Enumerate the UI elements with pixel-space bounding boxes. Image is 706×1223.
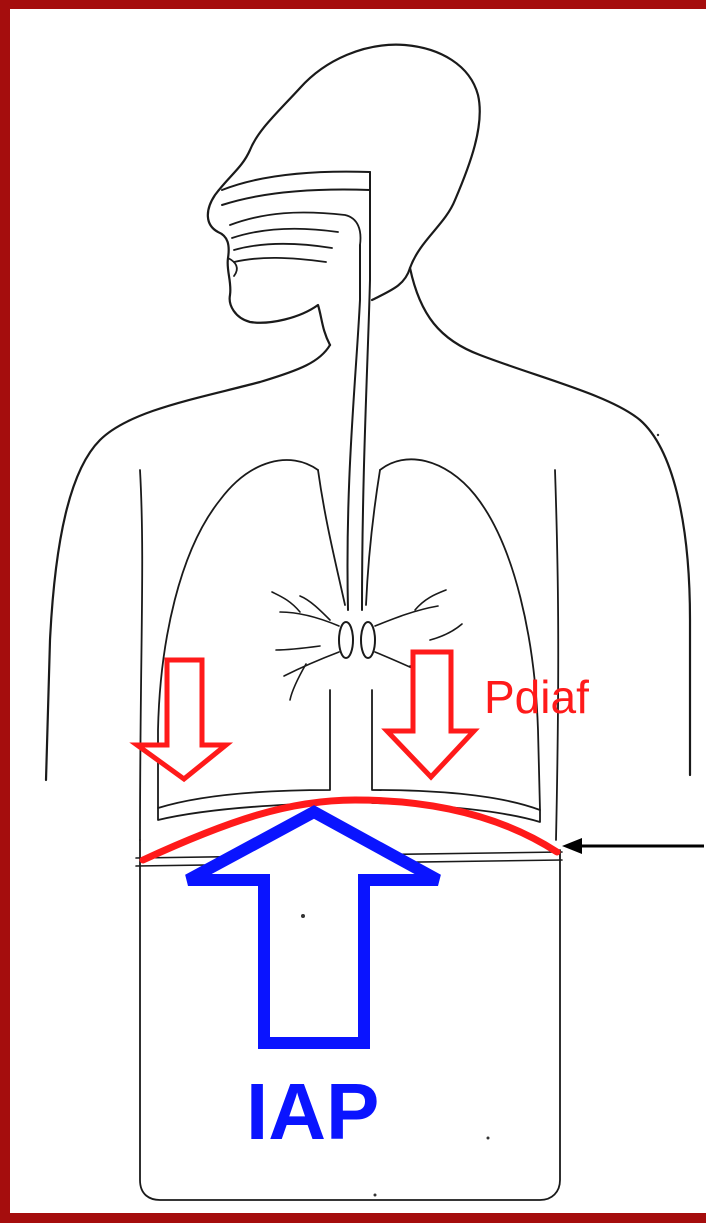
trachea	[347, 172, 370, 610]
oral-cavity	[222, 172, 370, 262]
iap-arrow	[188, 812, 438, 1043]
pdiaf-arrow-left	[137, 660, 226, 779]
pdiaf-label: Pdiaf	[484, 671, 589, 723]
pdiaf-arrow-right	[387, 652, 474, 777]
iap-label: IAP	[246, 1067, 379, 1156]
pointer-arrow	[562, 838, 704, 854]
